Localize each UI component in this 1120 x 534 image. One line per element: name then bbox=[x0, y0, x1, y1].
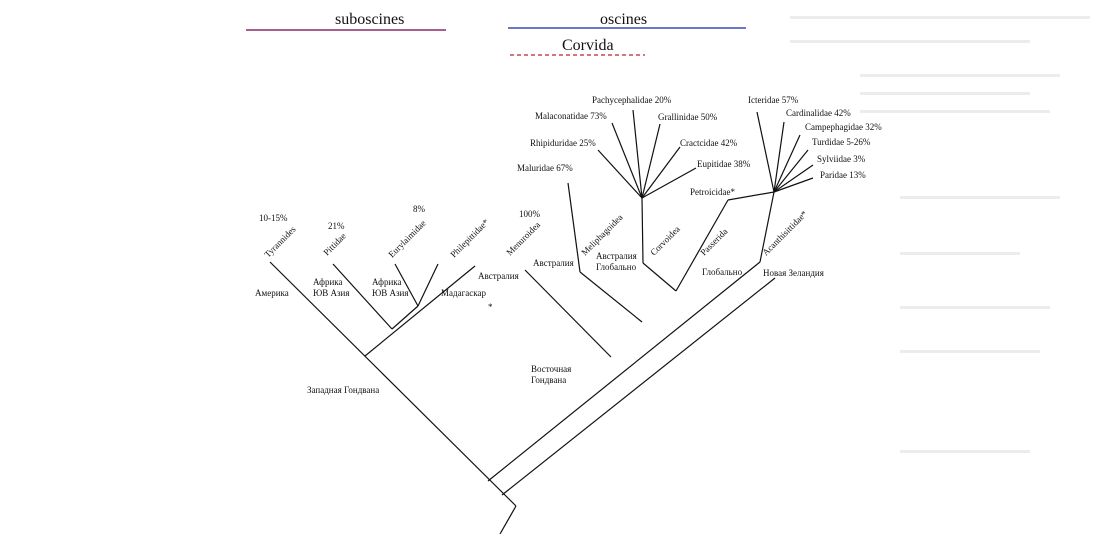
menuroidea-label: Menuroidea bbox=[504, 220, 542, 258]
family-grallinidae: Grallinidae 50% bbox=[658, 112, 718, 122]
family-eupitidae: Eupitidae 38% bbox=[697, 159, 751, 169]
family-rhipiduridae: Rhipiduridae 25% bbox=[530, 138, 596, 148]
family-maluridae: Maluridae 67% bbox=[517, 163, 573, 173]
family-paridae: Paridae 13% bbox=[820, 170, 866, 180]
region-avstralia-menura: Австралия bbox=[478, 271, 519, 281]
family-malaconatidae: Malaconatidae 73% bbox=[535, 111, 607, 121]
family-sylviidae: Sylviidae 3% bbox=[817, 154, 866, 164]
eurylaimidae-label: Eurylaimidae bbox=[386, 218, 427, 259]
region-vostochnaya: Восточная bbox=[531, 364, 571, 374]
family-icteridae: Icteridae 57% bbox=[748, 95, 799, 105]
pittidae-label: Pittidae bbox=[321, 231, 348, 258]
family-petroicidae: Petroicidae* bbox=[690, 187, 735, 197]
region-yuv-azia-2: ЮВ Азия bbox=[372, 288, 409, 298]
region-afrika-1: Африка bbox=[313, 277, 343, 287]
region-afrika-2: Африка bbox=[372, 277, 402, 287]
region-globalno-corvoid: Глобально bbox=[596, 262, 637, 272]
family-turdidae: Turdidae 5-26% bbox=[812, 137, 871, 147]
region-avstralia-corvoid: Австралия bbox=[596, 251, 637, 261]
corvoidea-label: Corvoidea bbox=[648, 224, 682, 258]
region-zapadnaya-gondvana: Западная Гондвана bbox=[307, 385, 379, 395]
family-cardinalidae: Cardinalidae 42% bbox=[786, 108, 851, 118]
region-globalno-passerida: Глобально bbox=[702, 267, 743, 277]
region-gondvana: Гондвана bbox=[531, 375, 566, 385]
family-cractcidae: Cractcidae 42% bbox=[680, 138, 738, 148]
eurylaimidae-pct: 8% bbox=[413, 204, 426, 214]
region-madagaskar: Мадагаскар bbox=[441, 288, 486, 298]
region-amerika: Америка bbox=[255, 288, 289, 298]
passerida-label: Passerida bbox=[698, 226, 729, 257]
tyrannides-pct: 10-15% bbox=[259, 213, 288, 223]
region-yuv-azia-1: ЮВ Азия bbox=[313, 288, 350, 298]
region-madagaskar-star: * bbox=[488, 302, 493, 312]
suboscines-header: suboscines bbox=[335, 11, 404, 28]
region-avstralia-meliphag: Австралия bbox=[533, 258, 574, 268]
oscines-header: oscines bbox=[600, 11, 647, 28]
pittidae-pct: 21% bbox=[328, 221, 345, 231]
family-campephagidae: Campephagidae 32% bbox=[805, 122, 882, 132]
philepittidae-label: Philepittidae* bbox=[448, 217, 491, 260]
acanthisittidae-label: Acanthisittidae* bbox=[760, 208, 809, 257]
tree-branches bbox=[269, 109, 814, 534]
region-novaya-zelandia: Новая Зеландия bbox=[763, 268, 824, 278]
menuroidea-pct: 100% bbox=[519, 209, 541, 219]
family-pachycephalidae: Pachycephalidae 20% bbox=[592, 95, 672, 105]
tyrannides-label: Tyrannides bbox=[262, 224, 298, 260]
corvida-header: Corvida bbox=[562, 37, 614, 54]
